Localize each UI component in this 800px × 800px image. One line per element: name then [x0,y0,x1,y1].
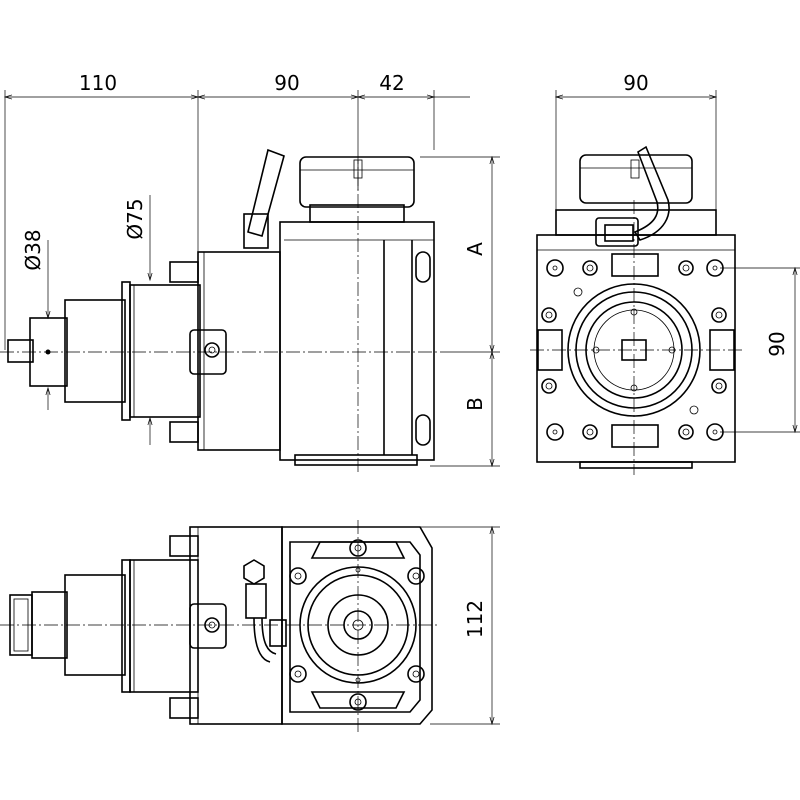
side-view: 110 90 42 A B Ø38 Ø75 [0,71,500,472]
dim-a: A [463,242,487,256]
dim-diameter-38: Ø38 [21,229,45,270]
dim-90-side: 90 [274,71,299,95]
dim-diameter-75: Ø75 [123,198,147,239]
front-view: 90 90 [530,71,800,475]
dim-b: B [463,397,487,411]
dim-42: 42 [379,71,404,95]
dim-90-front: 90 [623,71,648,95]
dim-110: 110 [79,71,117,95]
top-view: 112 [0,520,500,735]
dim-90-front-vertical: 90 [765,331,789,356]
dim-112: 112 [463,600,487,638]
